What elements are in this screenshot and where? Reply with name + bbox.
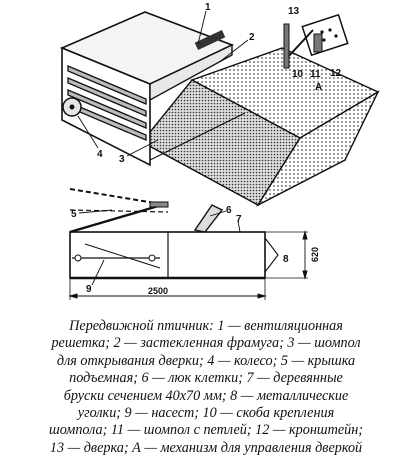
figure-caption: Передвижной птичник: 1 — вентиляционная …: [6, 318, 406, 457]
caption-line: бруски сечением 40х70 мм; 8 — металличес…: [63, 387, 349, 404]
callout-1: 1: [205, 2, 211, 13]
metal-corners: [264, 237, 279, 273]
hatch: [193, 204, 224, 233]
height-dimension: 620: [310, 247, 320, 262]
callout-a: A: [315, 82, 322, 93]
house-side: [149, 43, 233, 102]
callout-9: 9: [86, 284, 92, 295]
callout-7: 7: [236, 214, 242, 225]
door-rod: [149, 112, 246, 161]
caption-line: решетка; 2 — застекленная фрамуга; 3 — ш…: [51, 335, 361, 352]
callout-6: 6: [226, 205, 232, 216]
callout-3: 3: [119, 154, 125, 165]
ventilation-grille: [67, 65, 147, 141]
callout-8: 8: [283, 254, 289, 265]
length-dimension: 2500: [148, 286, 168, 296]
lid: [69, 202, 166, 234]
isometric-view: [59, 11, 380, 207]
glazed-transom: [194, 30, 226, 50]
poultry-house-drawings: 1 2 3 4 5 6 7 8 9 10 11 12 13 A 2500 620: [59, 2, 380, 300]
detail-a-mechanism: [283, 13, 349, 69]
callout-13: 13: [288, 6, 300, 17]
callout-11: 11: [310, 69, 321, 80]
caption-line: 13 — дверка; А — механизм для управления…: [49, 439, 363, 456]
leader-lines: [77, 10, 249, 286]
caption-line: подъемная; 6 — люк клетки; 7 — деревянны…: [69, 370, 343, 387]
rod-with-loop: [286, 29, 314, 59]
callout-12: 12: [330, 68, 342, 79]
side-section: [68, 188, 308, 300]
callout-2: 2: [249, 32, 255, 43]
rod-clamp: [283, 23, 290, 69]
mesh-run-end: [256, 90, 380, 207]
callout-5: 5: [71, 209, 77, 220]
caption-line: уголки; 9 — насест; 10 — скоба крепления: [77, 405, 335, 422]
bracket: [313, 33, 323, 53]
lid-open: [69, 188, 156, 204]
callout-10: 10: [292, 69, 304, 80]
callout-4: 4: [97, 149, 103, 160]
caption-line: для открывания дверки; 4 — колесо; 5 — к…: [56, 352, 356, 369]
caption-line: шомпола; 11 — шомпол с петлей; 12 — крон…: [49, 422, 363, 439]
caption-line: Передвижной птичник: 1 — вентиляционная: [69, 318, 343, 334]
